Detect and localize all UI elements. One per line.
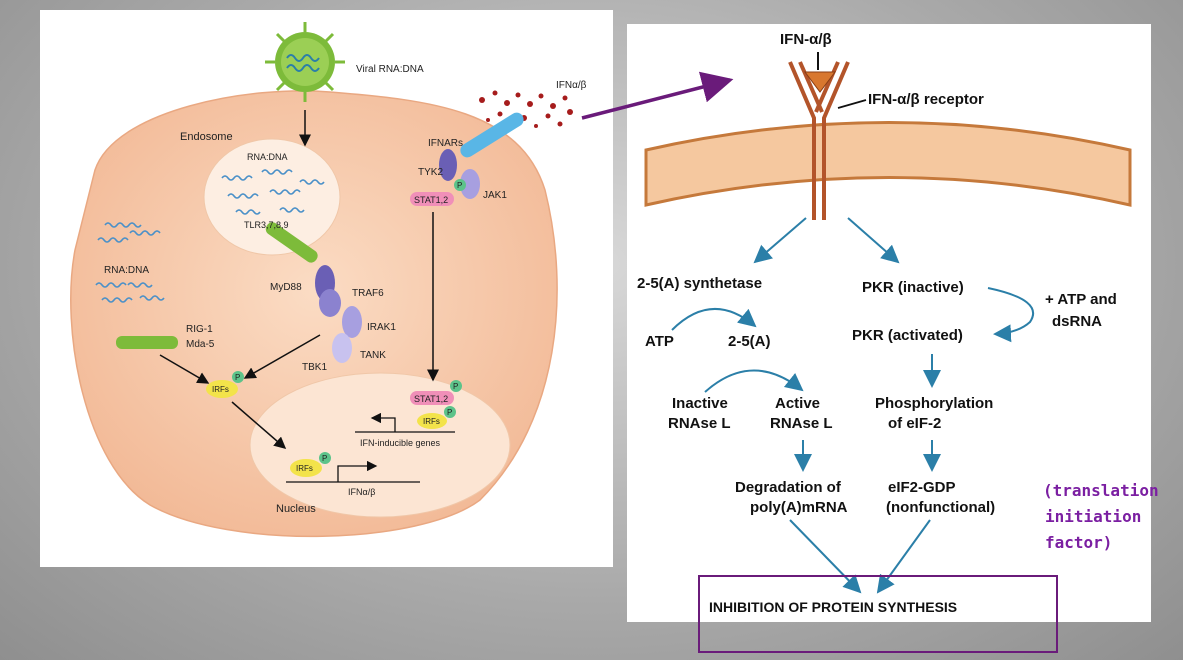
traf6-label: TRAF6 <box>352 288 384 299</box>
irfs-label: IRFs <box>212 385 229 394</box>
inactive-rnase-label-2: RNAse L <box>668 415 731 432</box>
pkr-activated-label: PKR (activated) <box>852 327 963 344</box>
receptor-label: IFN-α/β receptor <box>868 91 984 108</box>
gene-promoter-a <box>355 418 455 433</box>
irak1-protein <box>342 306 362 338</box>
phospho-badge <box>444 406 456 418</box>
inhibition-highlight-box <box>698 575 1058 653</box>
endosome-rna-label: RNA:DNA <box>247 152 288 162</box>
p-label-irfs-nucleus: P <box>322 454 327 463</box>
nucleus-label: Nucleus <box>276 503 316 515</box>
eif2-label-2: (nonfunctional) <box>886 499 995 516</box>
synthetase-label: 2-5(A) synthetase <box>637 275 762 292</box>
p-label-irfs-nuclear: P <box>447 408 452 417</box>
ifn-inducible-label: IFN-inducible genes <box>360 438 441 448</box>
active-rnase-label-2: RNAse L <box>770 415 833 432</box>
inactive-rnase-label-1: Inactive <box>672 395 728 412</box>
p-label-irfs: P <box>235 373 240 382</box>
atp-conversion-arrow <box>671 307 757 331</box>
atp-dsrna-label-1: + ATP and <box>1045 291 1117 308</box>
inhibition-label: INHIBITION OF PROTEIN SYNTHESIS <box>709 599 957 615</box>
eif2-label-1: eIF2-GDP <box>888 479 956 496</box>
ifnar-receptor <box>460 112 524 158</box>
pkr-activation-arrow <box>987 287 1035 343</box>
degradation-label-2: poly(A)mRNA <box>750 499 848 516</box>
pkr-inactive-label: PKR (inactive) <box>862 279 964 296</box>
mda5-label: Mda-5 <box>186 339 215 350</box>
ifn-label: IFNα/β <box>556 80 587 91</box>
product-label: 2-5(A) <box>728 333 771 350</box>
irfs-nucleus <box>290 459 322 477</box>
tank-protein <box>332 333 352 363</box>
stat-label: STAT1,2 <box>414 195 448 205</box>
jak1-protein <box>460 169 480 199</box>
phosphorylation-label-1: Phosphorylation <box>875 395 993 412</box>
endosome-label: Endosome <box>180 131 233 143</box>
traf6-protein <box>319 289 341 317</box>
ifnars-label: IFNARs <box>428 138 463 149</box>
ifn-receptor <box>788 61 850 220</box>
endosome <box>203 138 341 256</box>
stat-nuclear-label: STAT1,2 <box>414 394 448 404</box>
jak1-label: JAK1 <box>483 190 507 201</box>
irfs-nuclear <box>417 413 447 429</box>
irfs-nucleus-label: IRFs <box>296 464 313 473</box>
phospho-badge <box>450 380 462 392</box>
ifn-gene-label: IFNα/β <box>348 487 375 497</box>
endosome-rna <box>221 169 325 215</box>
degradation-label-1: Degradation of <box>735 479 842 496</box>
stat-nuclear <box>410 391 454 405</box>
translation-note-3: factor) <box>1045 533 1112 552</box>
tyk2-label: TYK2 <box>418 167 443 178</box>
myd88-label: MyD88 <box>270 282 302 293</box>
tyk2-protein <box>439 149 457 181</box>
translation-note-1: (translation <box>1043 481 1159 500</box>
p-label-jak: P <box>457 181 462 190</box>
tbk1-label: TBK1 <box>302 362 327 373</box>
atp-label: ATP <box>645 333 674 350</box>
translation-note-2: initiation <box>1045 507 1141 526</box>
tlr-receptor <box>265 222 318 263</box>
phospho-badge <box>232 371 244 383</box>
stat-protein <box>410 192 454 206</box>
tank-label: TANK <box>360 350 386 361</box>
p-label-stat: P <box>453 382 458 391</box>
tlr-label: TLR3,7,8,9 <box>244 220 289 230</box>
rig1-mda5-sensor <box>116 336 178 349</box>
phosphorylation-label-2: of eIF-2 <box>888 415 941 432</box>
cytoplasmic-rna <box>95 222 165 303</box>
cytoplasmic-rna-label: RNA:DNA <box>104 265 149 276</box>
phospho-badge <box>454 179 466 191</box>
ifn-top-label: IFN-α/β <box>780 31 832 48</box>
link-arrow <box>581 71 734 120</box>
irak1-label: IRAK1 <box>367 322 396 333</box>
gene-promoter-b <box>286 466 420 483</box>
active-rnase-label-1: Active <box>775 395 820 412</box>
irfs-nuclear-label: IRFs <box>423 417 440 426</box>
rnase-activation-arrow <box>704 369 804 393</box>
ifn-ligand <box>804 71 836 93</box>
ifn-particles <box>479 90 573 128</box>
rig1-label: RIG-1 <box>186 324 213 335</box>
virus-label: Viral RNA:DNA <box>356 64 424 75</box>
irfs-cytoplasm <box>206 380 238 398</box>
phospho-badge <box>319 452 331 464</box>
cell-membrane <box>644 121 1132 207</box>
virus-particle <box>265 22 345 102</box>
atp-dsrna-label-2: dsRNA <box>1052 313 1102 330</box>
